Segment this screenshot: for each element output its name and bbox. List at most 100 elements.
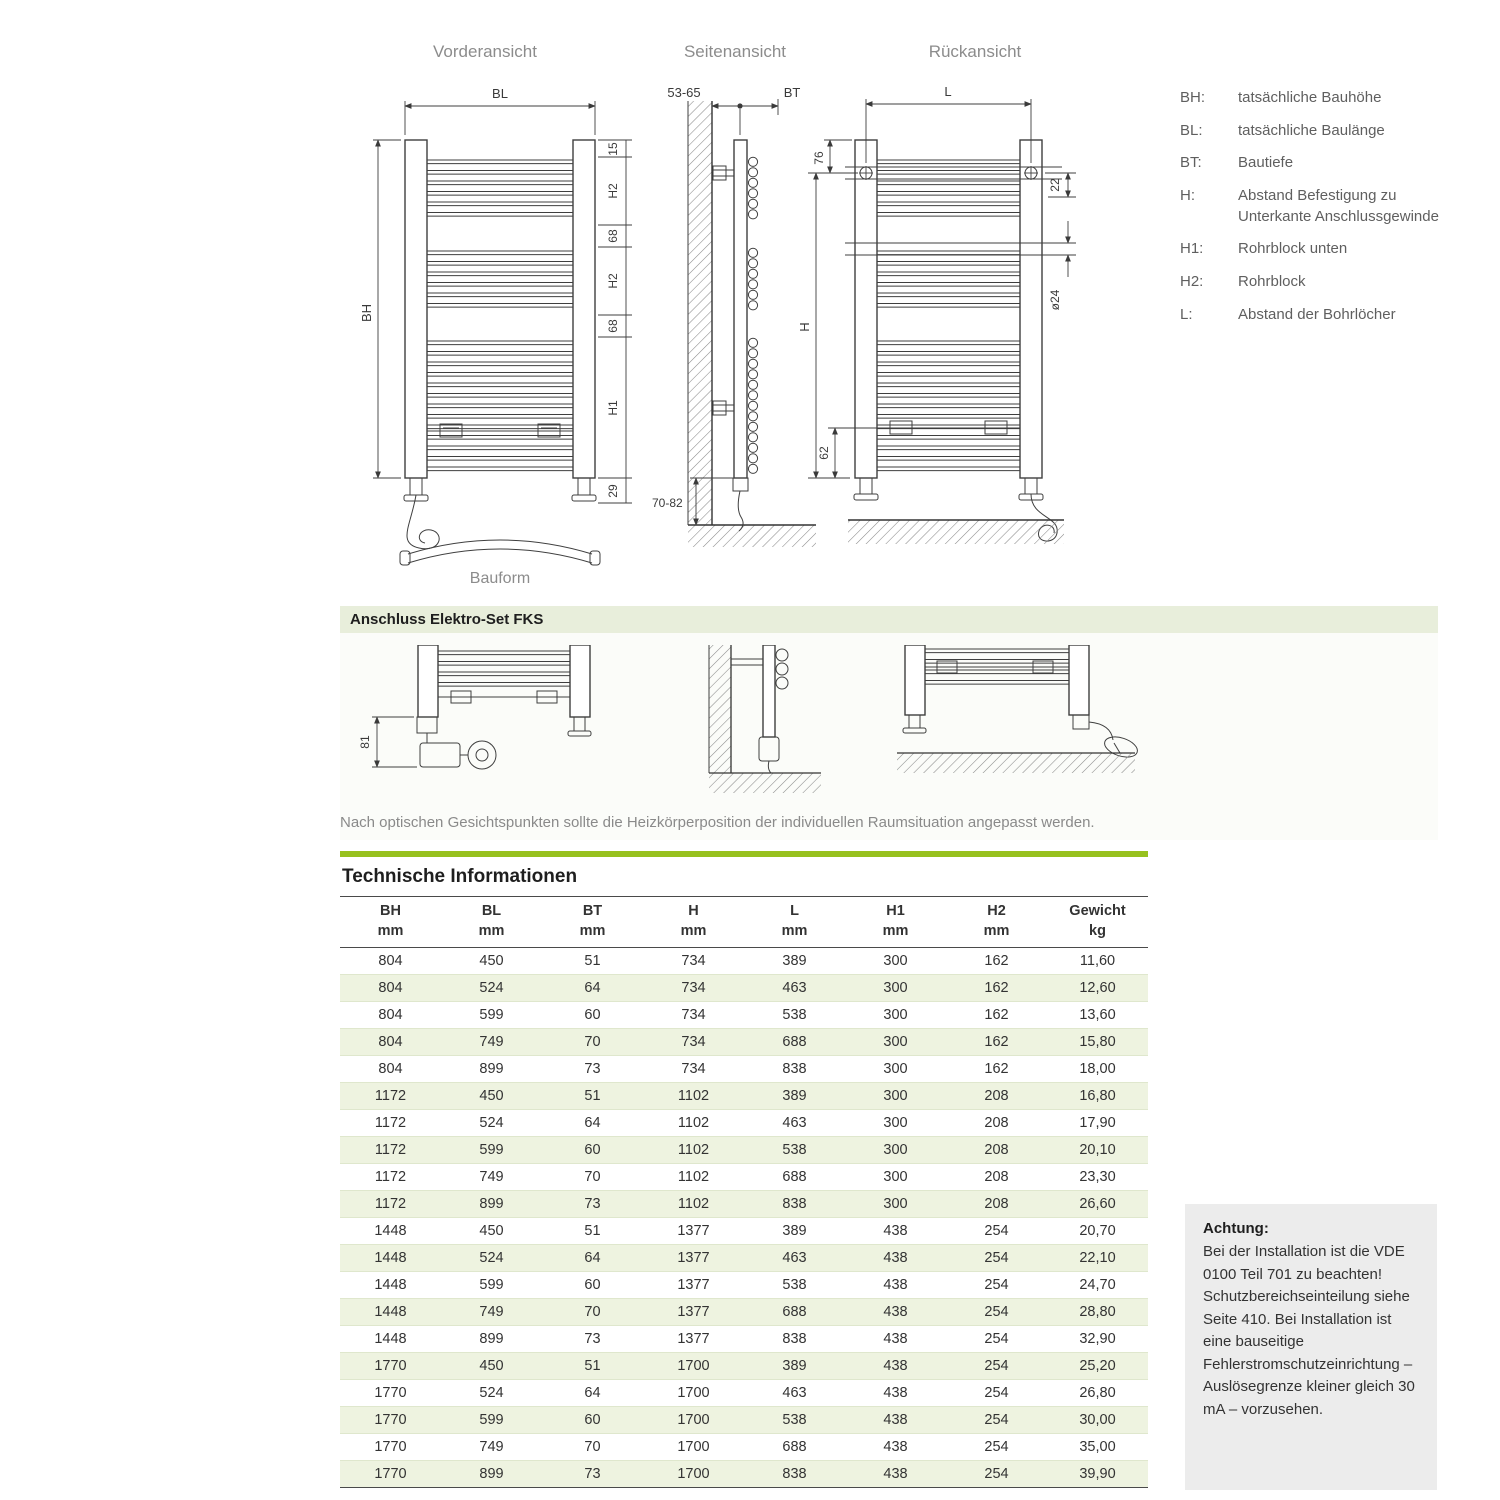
table-cell: 463 — [744, 974, 845, 1003]
table-cell: 389 — [744, 947, 845, 976]
table-cell: 899 — [441, 1190, 542, 1219]
side-view-drawing: 53-65 BT 70-82 — [652, 85, 816, 547]
legend-item: L:Abstand der Bohrlöcher — [1180, 305, 1442, 326]
table-cell: 162 — [946, 974, 1047, 1003]
table-cell: 51 — [542, 1352, 643, 1381]
col-unit: mm — [377, 922, 404, 939]
table-cell: 300 — [845, 1082, 946, 1111]
dim-label-22: 22 — [1048, 178, 1062, 192]
side-cable — [737, 490, 744, 532]
table-cell: 749 — [441, 1298, 542, 1327]
table-cell: 24,70 — [1047, 1271, 1148, 1300]
table-cell: 749 — [441, 1028, 542, 1057]
legend-key: BT: — [1180, 154, 1202, 172]
dim-label-bh: BH — [359, 304, 374, 322]
table-cell: 300 — [845, 1163, 946, 1192]
dim-76: 76 — [808, 139, 858, 174]
dim-label-68a: 68 — [606, 229, 620, 243]
table-cell: 70 — [542, 1028, 643, 1057]
table-cell: 39,90 — [1047, 1460, 1148, 1489]
table-cell: 688 — [744, 1433, 845, 1462]
table-cell: 162 — [946, 1001, 1047, 1030]
dim-label-29: 29 — [606, 484, 620, 498]
table-cell: 749 — [441, 1163, 542, 1192]
table-cell: 1700 — [643, 1406, 744, 1435]
table-cell: 23,30 — [1047, 1163, 1148, 1192]
dim-label-h1: H1 — [606, 400, 620, 416]
table-cell: 162 — [946, 1055, 1047, 1084]
table-cell: 20,10 — [1047, 1136, 1148, 1165]
dim-label-h2a: H2 — [606, 183, 620, 199]
front-right-collector — [572, 139, 596, 479]
table-cell: 524 — [441, 1244, 542, 1273]
table-cell: 450 — [441, 1217, 542, 1246]
legend-desc: Abstand der Bohrlöcher — [1238, 305, 1396, 323]
col-label: BT — [582, 903, 603, 919]
elektro-front-drawing: 81 — [358, 645, 592, 770]
table-cell: 734 — [643, 974, 744, 1003]
dim-dia24: ø24 — [1045, 221, 1076, 310]
rear-right-collector — [1019, 139, 1043, 479]
table-cell: 64 — [542, 1244, 643, 1273]
side-fks-element — [758, 736, 780, 762]
elektro-section: Anschluss Elektro-Set FKS — [340, 606, 1438, 840]
table-cell: 438 — [845, 1406, 946, 1435]
dim-h: H — [800, 172, 850, 479]
table-cell: 300 — [845, 1028, 946, 1057]
front-left-collector — [404, 139, 428, 479]
legend-desc: Rohrblock unten — [1238, 240, 1348, 258]
table-cell: 208 — [946, 1109, 1047, 1138]
table-cell: 438 — [845, 1433, 946, 1462]
table-cell: 749 — [441, 1433, 542, 1462]
col-unit: mm — [478, 922, 505, 939]
dim-label-76: 76 — [812, 151, 826, 165]
table-cell: 73 — [542, 1325, 643, 1354]
col-label: BH — [380, 903, 401, 919]
table-cell: 254 — [946, 1433, 1047, 1462]
table-cell: 1377 — [643, 1325, 744, 1354]
table-cell: 734 — [643, 1055, 744, 1084]
table-cell: 838 — [744, 1460, 845, 1489]
table-cell: 538 — [744, 1136, 845, 1165]
rear-view-title: Rückansicht — [928, 42, 1022, 61]
side-view-title: Seitenansicht — [683, 42, 787, 61]
col-label: L — [790, 903, 799, 919]
table-cell: 1770 — [340, 1352, 441, 1381]
rear-feet — [853, 477, 1044, 501]
table-cell: 51 — [542, 947, 643, 976]
table-cell: 1172 — [340, 1082, 441, 1111]
table-cell: 51 — [542, 1217, 643, 1246]
table-cell: 1102 — [643, 1082, 744, 1111]
table-cell: 450 — [441, 1082, 542, 1111]
table-cell: 389 — [744, 1352, 845, 1381]
dim-22: 22 — [1045, 172, 1076, 198]
table-cell: 1770 — [340, 1406, 441, 1435]
table-cell: 838 — [744, 1325, 845, 1354]
table-cell: 1102 — [643, 1109, 744, 1138]
dim-label-dia24: ø24 — [1048, 289, 1062, 310]
table-cell: 70 — [542, 1433, 643, 1462]
dim-l: L — [865, 84, 1032, 163]
table-cell: 254 — [946, 1217, 1047, 1246]
table-cell: 838 — [744, 1055, 845, 1084]
table-cell: 1377 — [643, 1244, 744, 1273]
table-cell: 1770 — [340, 1460, 441, 1489]
table-cell: 208 — [946, 1163, 1047, 1192]
legend-desc: Bautiefe — [1238, 154, 1294, 172]
table-cell: 1700 — [643, 1379, 744, 1408]
table-cell: 734 — [643, 1001, 744, 1030]
table-cell: 17,90 — [1047, 1109, 1148, 1138]
dimension-legend: BH:tatsächliche Bauhöhe BL:tatsächliche … — [1180, 88, 1442, 338]
wall-hatch — [687, 101, 713, 525]
accent-bar — [340, 851, 1148, 857]
